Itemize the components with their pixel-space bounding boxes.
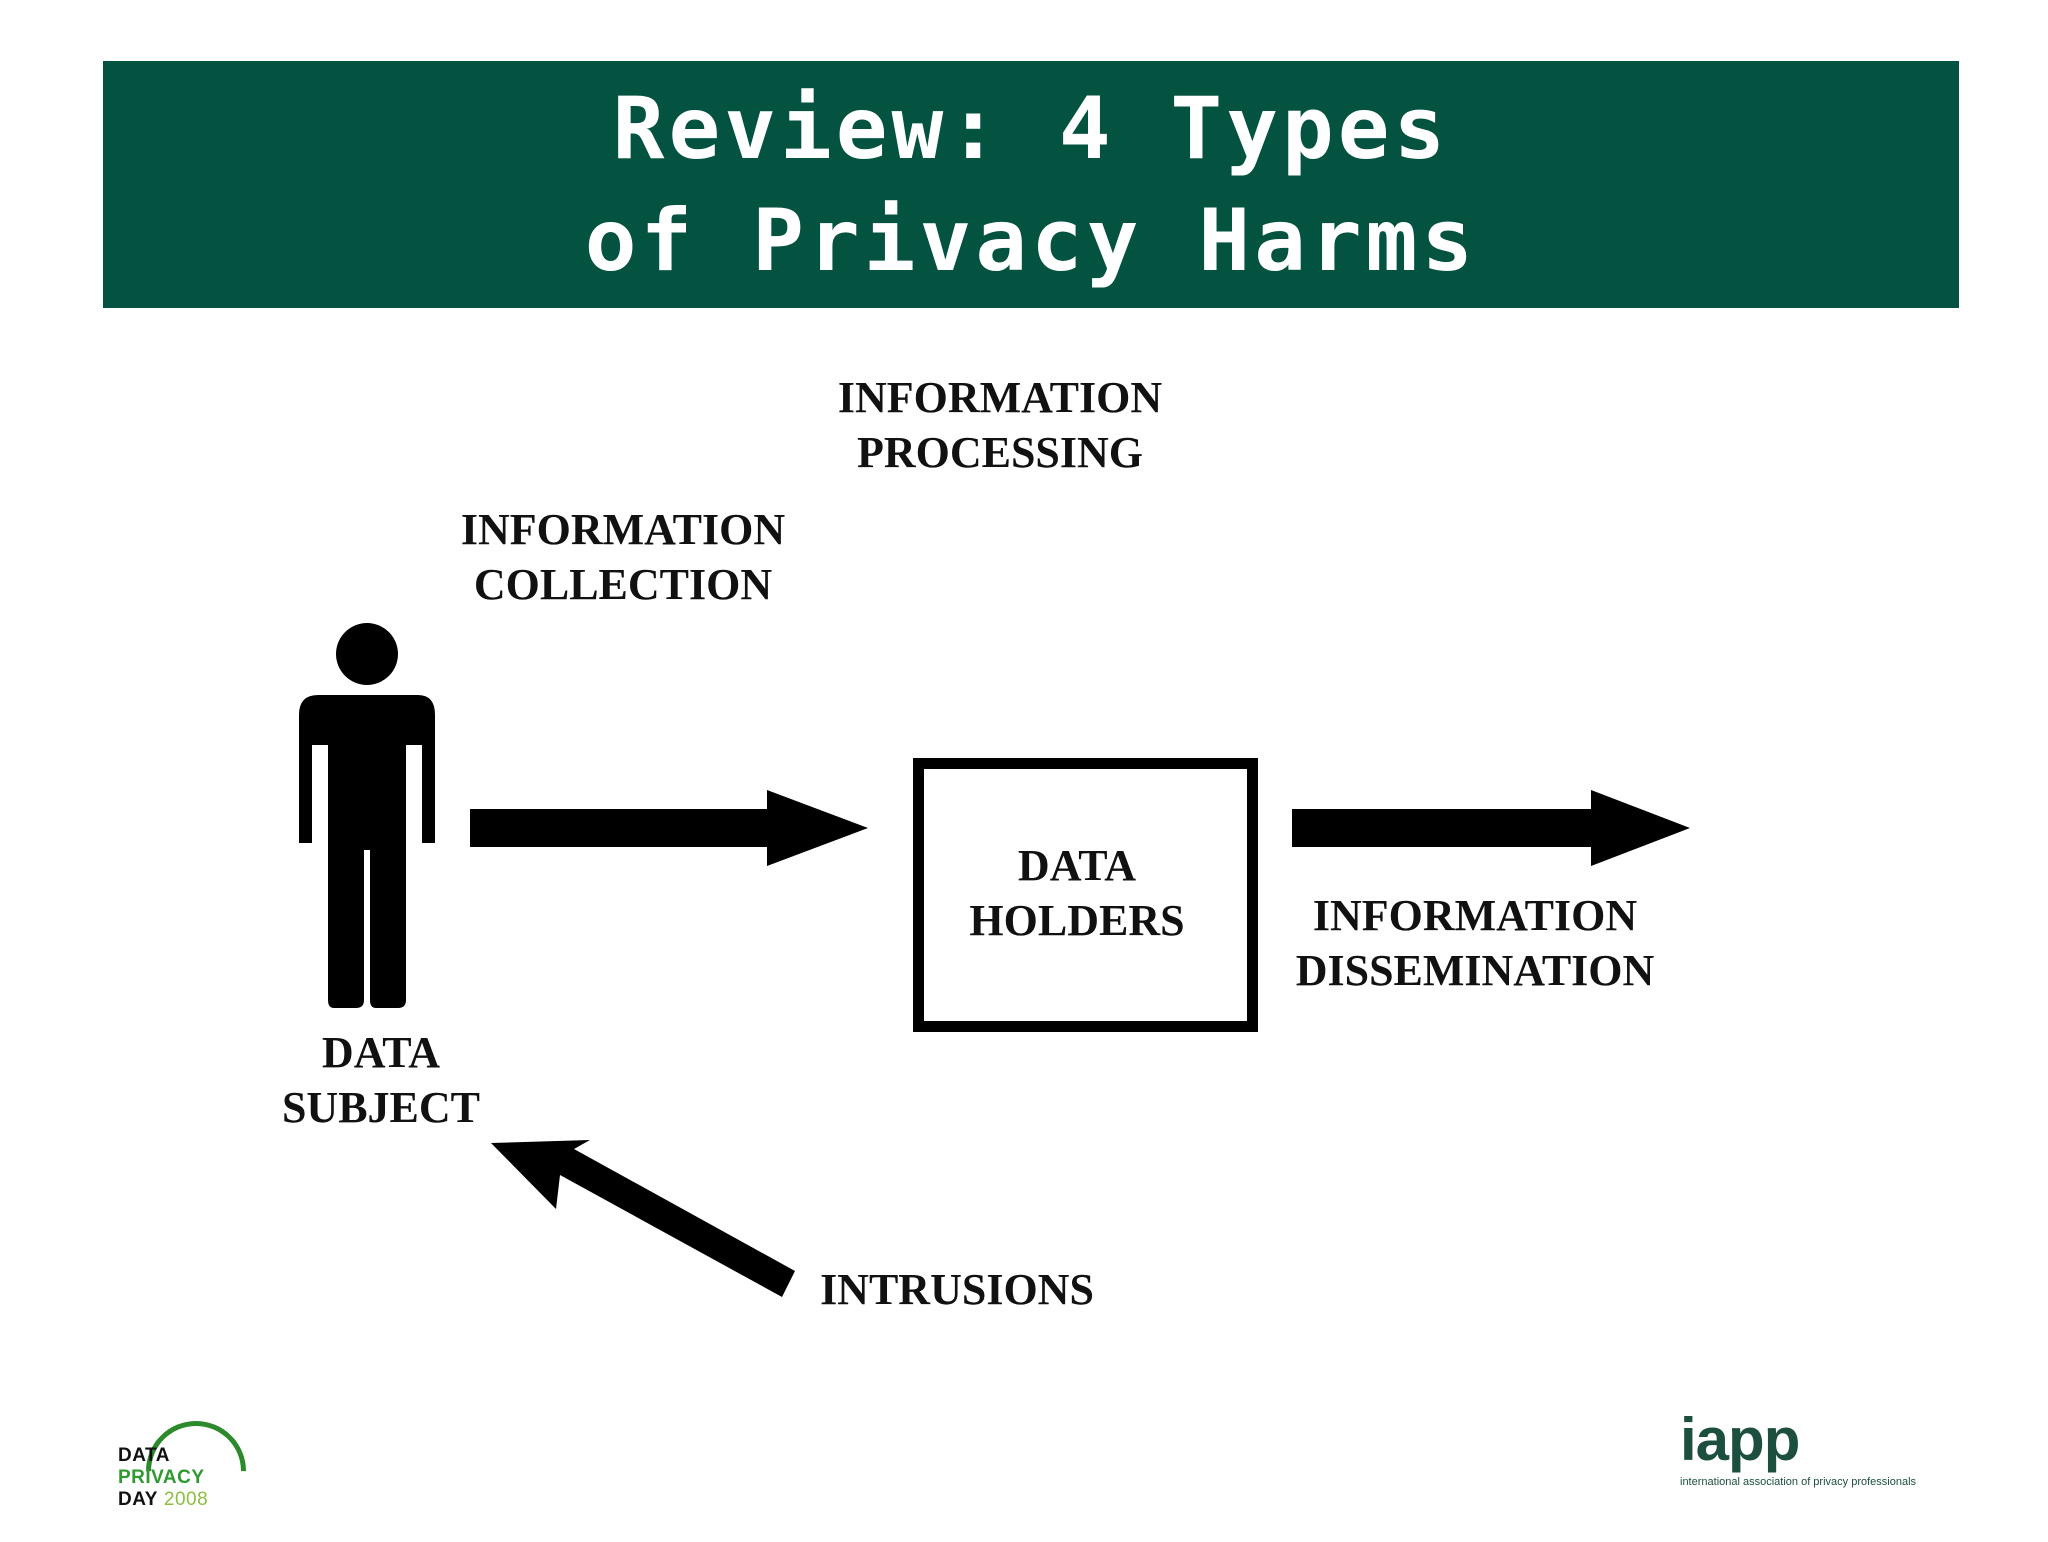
slide-title-line-1: Review: 4 Types — [612, 78, 1450, 179]
data-subject-person-icon — [299, 623, 435, 1008]
information-processing-label: INFORMATION PROCESSING — [838, 370, 1162, 480]
logo-year: 2008 — [163, 1489, 209, 1510]
iapp-logo: iapp international association of privac… — [1680, 1405, 1960, 1495]
logo-day-text: DAY — [118, 1489, 158, 1510]
subject-line-1: DATA — [321, 1028, 441, 1077]
intrusions-label: INTRUSIONS — [820, 1262, 1094, 1317]
dissemination-line-1: INFORMATION — [1312, 891, 1638, 940]
processing-line-1: INFORMATION — [837, 373, 1163, 422]
title-banner: Review: 4 Types of Privacy Harms — [103, 61, 1959, 308]
holders-line-1: DATA — [1017, 841, 1137, 890]
logo-line-data: DATA — [118, 1445, 170, 1466]
processing-line-2: PROCESSING — [856, 428, 1144, 477]
collection-arrow — [470, 790, 868, 866]
iapp-tagline: international association of privacy pro… — [1680, 1476, 1917, 1488]
dissemination-arrow — [1292, 790, 1690, 866]
logo-line-privacy: PRIVACY — [118, 1467, 205, 1488]
data-holders-label: DATA HOLDERS — [969, 838, 1184, 948]
collection-line-1: INFORMATION — [460, 505, 786, 554]
intrusions-arrow — [491, 1140, 795, 1297]
holders-line-2: HOLDERS — [969, 896, 1185, 945]
intrusions-text: INTRUSIONS — [820, 1265, 1094, 1314]
iapp-wordmark: iapp — [1680, 1406, 1800, 1473]
collection-line-2: COLLECTION — [473, 560, 773, 609]
information-collection-label: INFORMATION COLLECTION — [461, 502, 785, 612]
slide-title-line-2: of Privacy Harms — [584, 190, 1478, 291]
data-holders-box — [913, 758, 1258, 1032]
subject-line-2: SUBJECT — [281, 1083, 481, 1132]
information-dissemination-label: INFORMATION DISSEMINATION — [1296, 888, 1655, 998]
data-subject-label: DATA SUBJECT — [282, 1025, 480, 1135]
dissemination-line-2: DISSEMINATION — [1295, 946, 1655, 995]
